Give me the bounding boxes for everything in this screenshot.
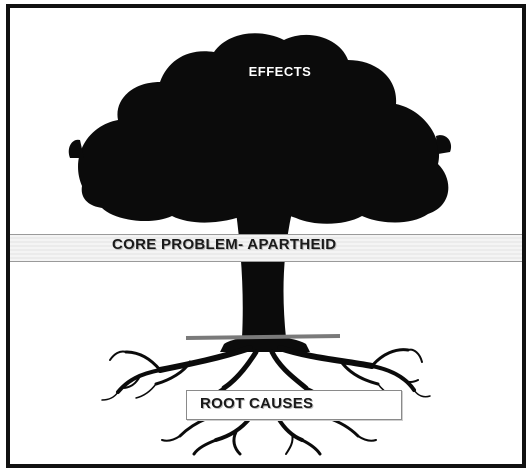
core-problem-label: CORE PROBLEM- APARTHEID — [112, 236, 336, 253]
root-causes-label: ROOT CAUSES — [200, 395, 313, 412]
ground-line — [186, 336, 340, 338]
problem-tree-diagram: EFFECTS CORE PROBLEM- APARTHEID ROOT CAU… — [6, 4, 526, 468]
effects-label: EFFECTS — [230, 64, 330, 79]
tree-trunk — [236, 212, 292, 338]
tree-canopy — [78, 33, 448, 224]
